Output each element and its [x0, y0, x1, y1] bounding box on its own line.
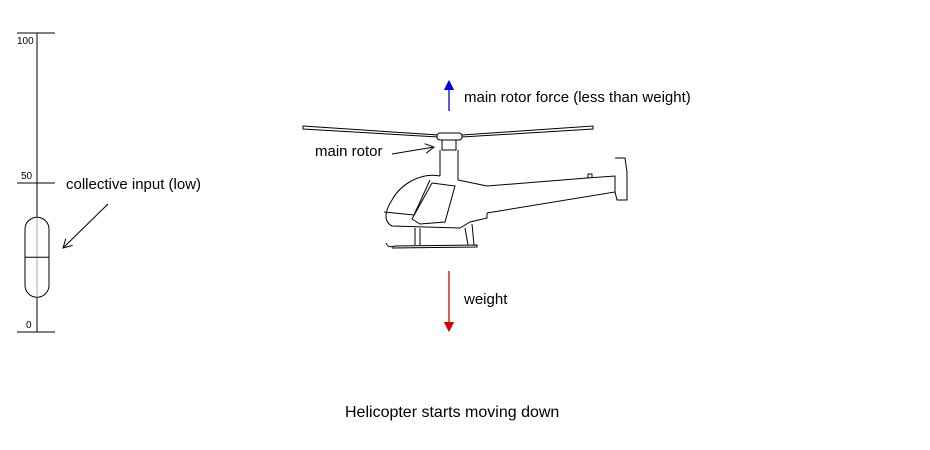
rotor-force-label: main rotor force (less than weight) [464, 89, 691, 106]
collective-gauge [17, 32, 109, 333]
gauge-label-50: 50 [21, 171, 33, 182]
collective-pointer-arrow [63, 203, 109, 248]
gauge-label-0: 0 [26, 320, 32, 331]
helicopter-icon [302, 125, 628, 249]
main-rotor-pointer-arrow [391, 147, 434, 155]
gauge-label-100: 100 [17, 36, 34, 47]
collective-input-label: collective input (low) [66, 176, 202, 193]
caption: Helicopter starts moving down [345, 404, 560, 421]
weight-label: weight [464, 291, 508, 308]
main-rotor-label: main rotor [315, 143, 383, 160]
collective-slider-handle[interactable] [24, 216, 50, 298]
